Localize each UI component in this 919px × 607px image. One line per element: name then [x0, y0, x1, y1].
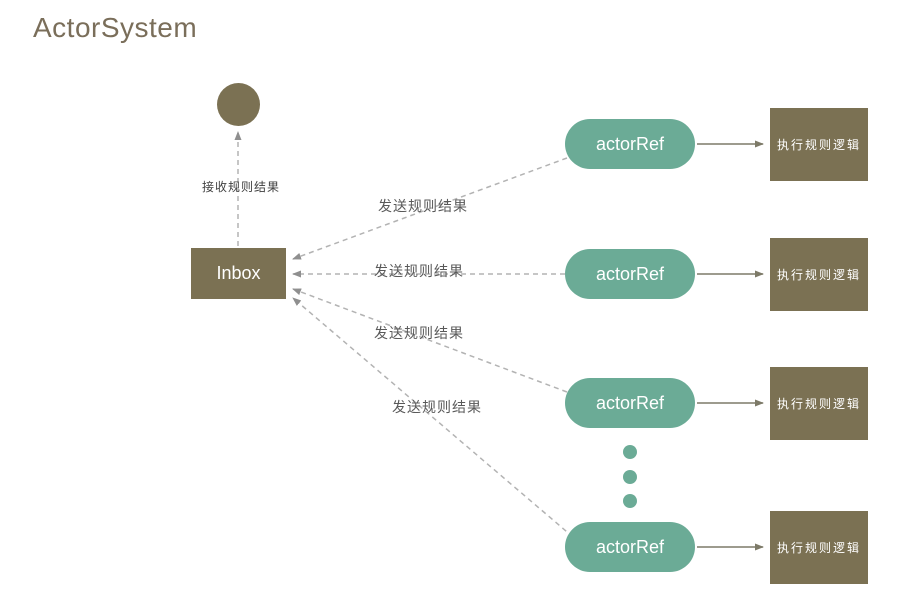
diagram-title: ActorSystem: [33, 12, 198, 43]
send-result-label-1: 发送规则结果: [378, 198, 468, 214]
send-arrow-1: [292, 157, 568, 260]
actorref-label-4: actorRef: [595, 536, 665, 557]
ellipsis-dot-1: [623, 445, 637, 459]
send-arrow-3: [292, 288, 568, 393]
actorref-label-3: actorRef: [595, 392, 665, 413]
receiver-circle-node: [217, 83, 260, 126]
receive-result-label: 接收规则结果: [201, 180, 280, 194]
actorref-node-4: actorRef: [565, 522, 695, 572]
send-arrow-4: [292, 297, 574, 538]
send-result-label-4: 发送规则结果: [392, 399, 482, 415]
actorref-label-1: actorRef: [595, 133, 665, 154]
actorref-label-2: actorRef: [595, 263, 665, 284]
send-result-label-2: 发送规则结果: [374, 263, 464, 279]
exec-logic-node-2: 执行规则逻辑: [770, 238, 868, 311]
exec-logic-label-3: 执行规则逻辑: [776, 397, 861, 411]
exec-logic-node-3: 执行规则逻辑: [770, 367, 868, 440]
exec-logic-label-4: 执行规则逻辑: [776, 541, 861, 555]
actorref-node-3: actorRef: [565, 378, 695, 428]
ellipsis-dot-3: [623, 494, 637, 508]
send-result-label-3: 发送规则结果: [374, 325, 464, 341]
inbox-label: Inbox: [216, 263, 261, 283]
exec-logic-node-4: 执行规则逻辑: [770, 511, 868, 584]
ellipsis-dot-2: [623, 470, 637, 484]
actorref-node-2: actorRef: [565, 249, 695, 299]
actorref-node-1: actorRef: [565, 119, 695, 169]
exec-logic-label-1: 执行规则逻辑: [776, 138, 861, 152]
inbox-node: Inbox: [191, 248, 286, 299]
exec-logic-node-1: 执行规则逻辑: [770, 108, 868, 181]
exec-logic-label-2: 执行规则逻辑: [776, 268, 861, 282]
